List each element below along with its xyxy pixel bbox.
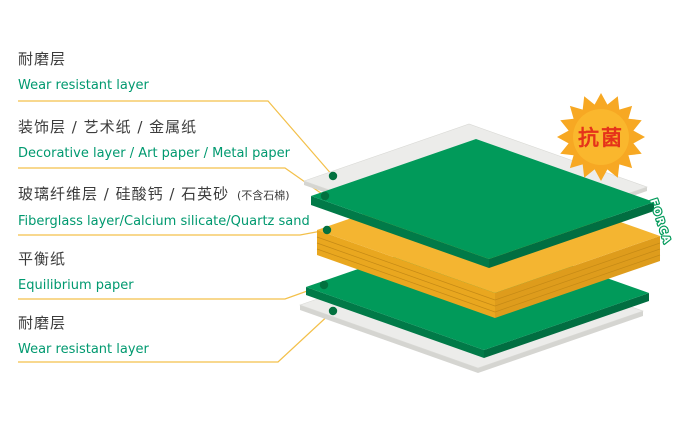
label-wear-top: 耐磨层 Wear resistant layer <box>18 50 149 93</box>
layer-side <box>489 202 654 268</box>
dot-decorative <box>320 191 330 201</box>
label-en: Wear resistant layer <box>18 342 149 357</box>
layer-top-face <box>311 139 654 259</box>
leader-line-wear-top <box>18 100 334 177</box>
label-zh: 装饰层 / 艺术纸 / 金属纸 <box>18 118 198 136</box>
core-laminate-lines <box>316 236 661 313</box>
label-en: Wear resistant layer <box>18 78 149 93</box>
badge-text: 抗菌 <box>578 126 624 150</box>
badge-glow <box>573 109 629 165</box>
antibacterial-badge: 抗菌 <box>557 93 645 181</box>
label-wear-bottom: 耐磨层 Wear resistant layer <box>18 314 149 357</box>
dot-wear-bottom <box>328 306 338 316</box>
layer-side <box>478 311 643 373</box>
label-zh-main: 玻璃纤维层 / 硅酸钙 / 石英砂 <box>18 185 230 203</box>
layer-dots <box>319 171 338 316</box>
label-zh-note: (不含石棉) <box>236 189 290 202</box>
label-zh: 耐磨层 <box>18 50 67 68</box>
label-decorative: 装饰层 / 艺术纸 / 金属纸 Decorative layer / Art p… <box>18 118 290 161</box>
layer-side <box>306 287 484 358</box>
label-equilibrium: 平衡纸 Equilibrium paper <box>18 250 134 293</box>
dot-wear-top <box>328 171 338 181</box>
leader-line-wear-bottom <box>18 310 334 363</box>
label-en: Fiberglass layer/Calcium silicate/Quartz… <box>18 214 310 229</box>
dot-equilibrium <box>319 280 329 290</box>
leader-line-core <box>18 229 328 236</box>
layer-side <box>311 196 489 268</box>
label-zh: 平衡纸 <box>18 250 67 268</box>
label-en: Decorative layer / Art paper / Metal pap… <box>18 146 290 161</box>
label-en: Equilibrium paper <box>18 278 134 293</box>
label-zh: 耐磨层 <box>18 314 67 332</box>
label-zh: 玻璃纤维层 / 硅酸钙 / 石英砂 (不含石棉) <box>18 185 310 205</box>
dot-core <box>322 225 332 235</box>
layer-side <box>484 293 649 358</box>
label-core: 玻璃纤维层 / 硅酸钙 / 石英砂 (不含石棉) Fiberglass laye… <box>18 185 310 229</box>
layer-side <box>300 305 478 373</box>
